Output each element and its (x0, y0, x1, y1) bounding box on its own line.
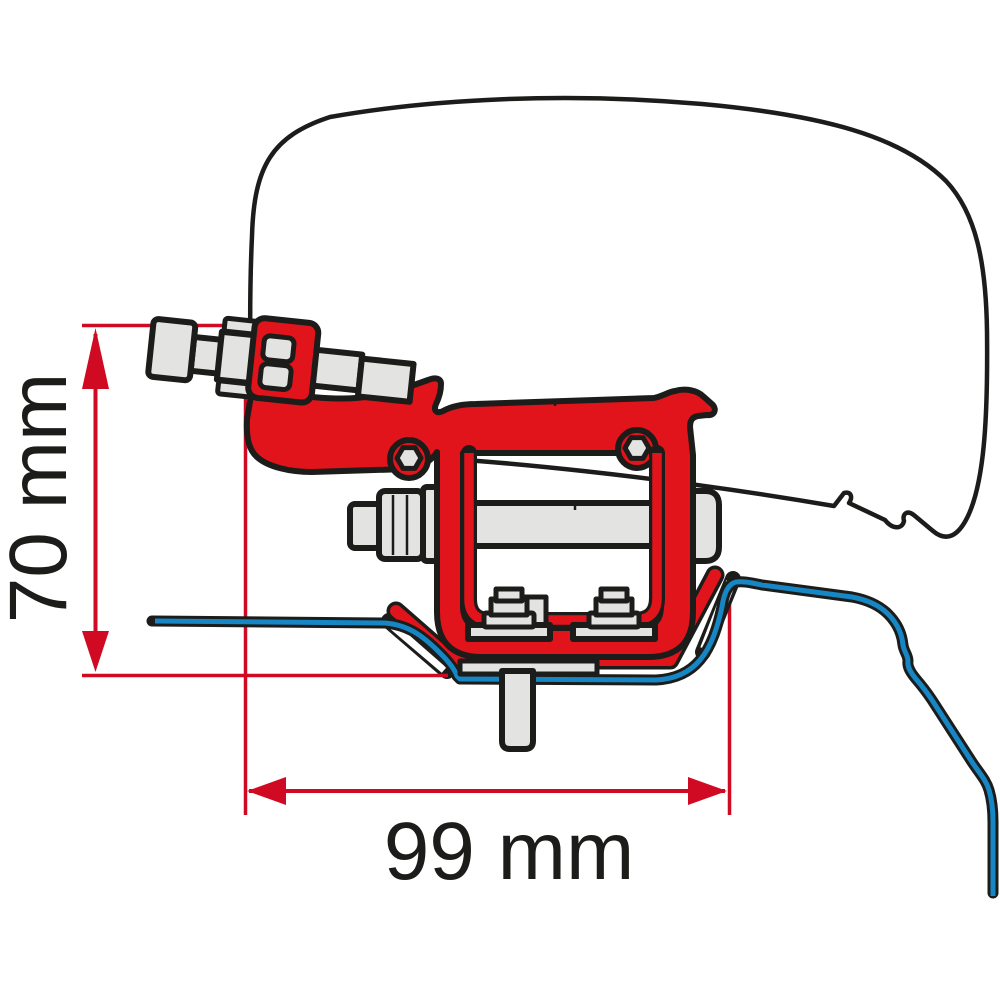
width-dimension-label: 99 mm (384, 806, 635, 897)
height-dimension-label: 70 mm (0, 373, 84, 624)
cylinder-hex-nut (376, 488, 426, 562)
arrow-left-icon (247, 777, 286, 805)
arrow-right-icon (688, 777, 727, 805)
width-dimension-99mm (247, 585, 732, 815)
roof-profile-blue (154, 579, 996, 896)
cylinder-bolt-tip (347, 501, 383, 551)
inner-channel-red (464, 453, 662, 625)
clamp-bolt-head (145, 316, 199, 384)
support-stem (499, 668, 536, 752)
arrow-down-icon (82, 631, 109, 672)
awning-rail-clamp-assembly (145, 315, 417, 406)
channel-bolt-left (465, 586, 553, 642)
cylinder-end-cap (687, 488, 722, 564)
channel-bolt-right (570, 586, 658, 642)
clamp-pad-lower (257, 361, 294, 393)
arrow-up-icon (82, 328, 109, 389)
clamp-shaft-end (354, 355, 417, 405)
torx-screw-left-icon (394, 445, 424, 471)
bolt-cap (598, 586, 630, 604)
van-body-outline (247, 95, 990, 539)
inner-channel-profile (461, 445, 665, 628)
height-dimension-70mm (82, 323, 248, 815)
clamp-pad-upper (260, 333, 297, 365)
roof-profile-line (146, 576, 999, 899)
bolt-cap (493, 586, 525, 604)
torx-screw-right-icon (622, 435, 652, 461)
